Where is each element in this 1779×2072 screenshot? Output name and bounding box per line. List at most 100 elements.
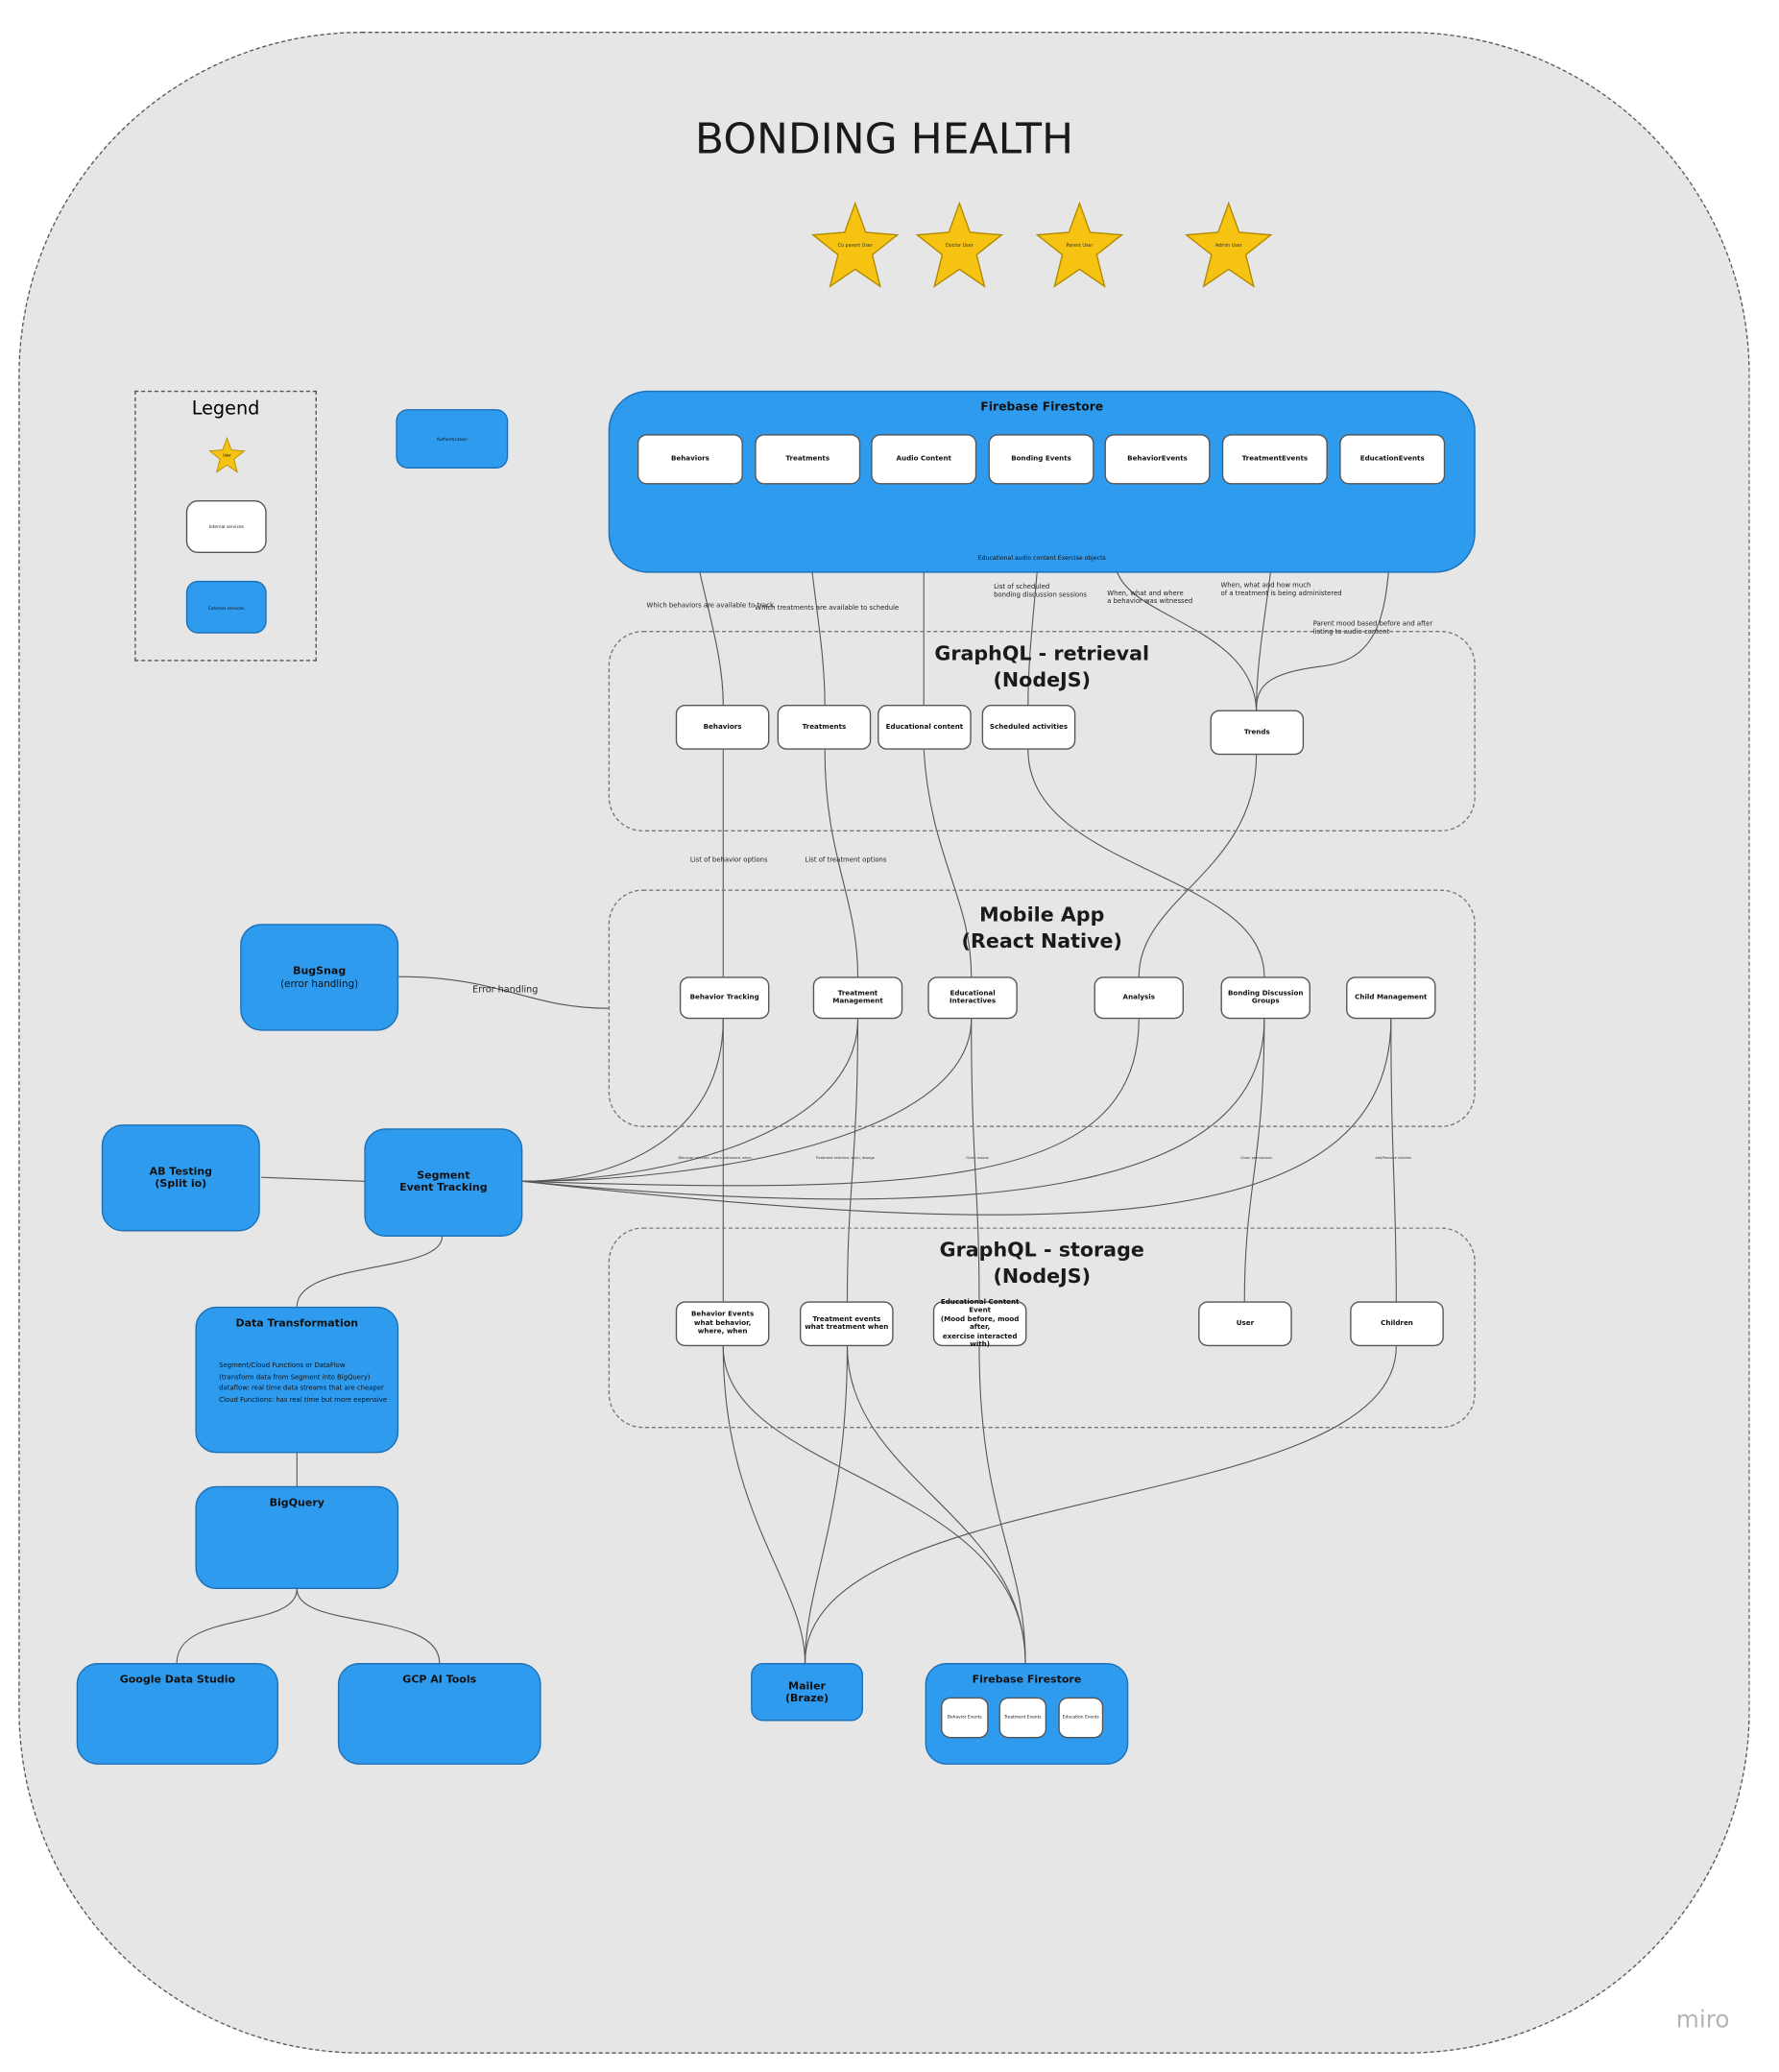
edge-mailer-3 (804, 1346, 1397, 1663)
authentication-label: Authentication (436, 436, 468, 443)
edge-label: Add/Remove children (1375, 1156, 1412, 1161)
bugsnag-node: BugSnag (error handling) (240, 924, 399, 1031)
star-icon (208, 436, 246, 473)
legend-user-label: User (223, 452, 231, 458)
google-data-studio-title: Google Data Studio (119, 1673, 236, 1686)
legend-user: User (208, 436, 246, 473)
legend-external-label: External services (207, 605, 245, 612)
retrieval-treatments: Treatments (777, 705, 872, 750)
edge-seg-3 (522, 1019, 973, 1182)
edge-seg-1 (522, 1019, 724, 1182)
edge-gds (176, 1589, 298, 1663)
edge-label: Which behaviors are available to track (646, 601, 774, 611)
gcp-ai-tools-title: GCP AI Tools (402, 1673, 477, 1686)
retrieval-behaviors: Behaviors (675, 705, 770, 750)
edge-gcp (296, 1589, 441, 1663)
edge-transform (296, 1236, 444, 1307)
edge-treatment-opts (824, 749, 859, 977)
edge-label: Given moods (966, 1156, 989, 1161)
gcp-ai-tools-node: GCP AI Tools (337, 1662, 541, 1765)
edge-label: List of treatment options (805, 856, 887, 865)
firestore-education-events: EducationEvents (1339, 434, 1446, 485)
edge-scheduled (1027, 749, 1265, 977)
edge-seg-5 (522, 1019, 1265, 1200)
ab-testing-title: AB Testing(Split io) (149, 1165, 213, 1190)
mailer-node: Mailer(Braze) (751, 1662, 863, 1722)
firestore-bottom-title: Firebase Firestore (972, 1673, 1082, 1686)
mobile-educational-interactives: Educational Interactives (927, 976, 1018, 1020)
user-label: Doctor User (946, 242, 974, 249)
edge-ab (261, 1176, 365, 1182)
user-star-parent: Parent User (1035, 201, 1124, 290)
edge-label: Which treatments are available to schedu… (755, 604, 900, 613)
edge-seg-2 (522, 1019, 859, 1182)
retrieval-educational-content: Educational content (877, 705, 972, 750)
board-frame (18, 31, 1750, 2054)
bigquery-title: BigQuery (269, 1496, 325, 1509)
firestore-bottom-treatment-events: Treatment Events (998, 1697, 1047, 1739)
legend-title: Legend (191, 398, 260, 421)
zone-title: GraphQL - retrieval(NodeJS) (934, 641, 1150, 692)
user-star-doctor: Doctor User (915, 201, 1004, 290)
firestore-behaviors: Behaviors (637, 434, 743, 485)
edge-store-treatment (846, 1019, 859, 1302)
mobile-child-management: Child Management (1346, 976, 1436, 1020)
edge-label: Given permissions (1240, 1156, 1272, 1161)
mobile-behavior-tracking: Behavior Tracking (679, 976, 770, 1020)
zone-mobile-app: Mobile App(React Native) (608, 889, 1476, 1127)
zone-title: Mobile App(React Native) (961, 903, 1122, 953)
firestore-bottom-education-events: Education Events (1058, 1697, 1104, 1739)
edge-mailer-2 (804, 1346, 849, 1663)
user-label: Co parent User (837, 242, 873, 249)
edge-fs-2 (846, 1346, 1026, 1663)
firestore-top-title: Firebase Firestore (980, 400, 1104, 415)
storage-user: User (1198, 1301, 1292, 1347)
firestore-treatments: Treatments (755, 434, 861, 485)
retrieval-trends: Trends (1210, 710, 1305, 756)
star-icon (1184, 201, 1273, 288)
data-transformation-node: Data Transformation Segment/Cloud Functi… (195, 1306, 399, 1454)
legend-internal: Internal services (185, 499, 267, 553)
data-transformation-notes: Segment/Cloud Functions or DataFlow (tra… (219, 1361, 388, 1404)
mobile-analysis: Analysis (1094, 976, 1185, 1020)
mobile-treatment-management: Treatment Management (812, 976, 903, 1020)
storage-educational-content-event: Educational Content Event(Mood before, m… (932, 1298, 1027, 1349)
page-title: BONDING HEALTH (694, 113, 1074, 164)
edge-fs-1 (722, 1346, 1026, 1663)
firestore-audio-content: Audio Content (871, 434, 977, 485)
edge-label: Behavior selected, where witnessed, when (678, 1156, 752, 1161)
storage-children: Children (1350, 1301, 1444, 1347)
edge-fs-3 (978, 1346, 1026, 1663)
firestore-bottom-behavior-events: Behavior Events (941, 1697, 989, 1739)
edge-seg-4 (522, 1019, 1140, 1187)
mobile-bonding-discussion-groups: Bonding Discussion Groups (1220, 976, 1310, 1020)
zone-graphql-retrieval: GraphQL - retrieval(NodeJS) (608, 631, 1476, 831)
star-icon (915, 201, 1004, 288)
user-label: Admin User (1214, 242, 1242, 249)
miro-watermark: miro (1675, 2006, 1730, 2035)
user-star-coparent: Co parent User (810, 201, 900, 290)
bigquery-node: BigQuery (195, 1485, 399, 1590)
retrieval-scheduled-activities: Scheduled activities (981, 705, 1076, 750)
edge-store-user (1243, 1019, 1265, 1302)
google-data-studio-node: Google Data Studio (76, 1662, 279, 1765)
data-transformation-title: Data Transformation (235, 1316, 359, 1330)
zone-graphql-storage: GraphQL - storage(NodeJS) (608, 1227, 1476, 1429)
authentication-node: Authentication (396, 409, 509, 469)
firestore-behavior-events: BehaviorEvents (1104, 434, 1211, 485)
user-label: Parent User (1066, 242, 1094, 249)
user-star-admin: Admin User (1184, 201, 1273, 290)
edge-mailer-1 (722, 1346, 806, 1663)
firestore-bonding-events: Bonding Events (988, 434, 1094, 485)
bugsnag-title: BugSnag (293, 964, 347, 977)
edge-error (398, 976, 609, 1009)
edge-seg-6 (522, 1019, 1392, 1216)
edge-label-error: Error handling (472, 984, 539, 996)
